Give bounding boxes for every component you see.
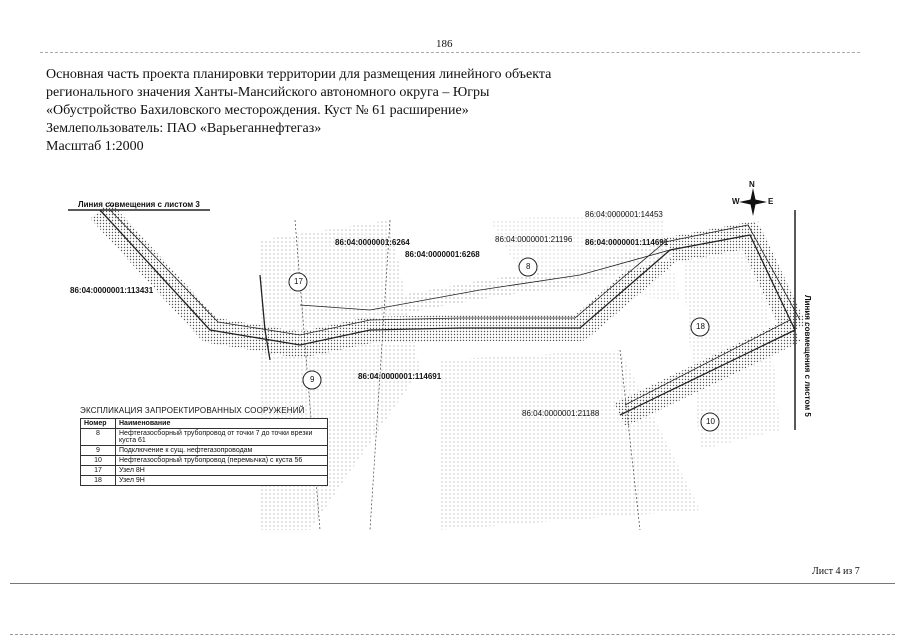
parcel-label-5: 86:04:0000001:114691 [585,238,669,247]
header-name: Наименование [115,418,328,429]
title-line-2: регионального значения Ханты-Мансийского… [46,85,490,100]
footer-divider [10,583,895,584]
parcel-label-6: 86:04:0000001:14453 [585,210,663,219]
row-name: Узел 9Н [115,475,328,486]
table-row: 8 Нефтегазосборный трубопровод от точки … [80,428,328,446]
title-line-3: «Обустройство Бахиловского месторождения… [46,103,469,118]
marker-8-label: 8 [526,262,531,271]
marker-17 [288,272,308,292]
pipeline-line-8b [109,209,801,336]
row-number: 9 [80,445,116,456]
row-number: 8 [80,428,116,446]
table-row: 10 Нефтегазосборный трубопровод (перемыч… [80,455,328,466]
marker-10 [700,412,720,432]
compass-rose [739,188,767,216]
explication-table-block: ЭКСПЛИКАЦИЯ ЗАПРОЕКТИРОВАННЫХ СООРУЖЕНИЙ… [80,406,328,486]
title-line-1: Основная часть проекта планировки террит… [46,67,552,82]
parcel-label-1: 86:04:0000001:113431 [70,286,154,295]
row-name: Нефтегазосборный трубопровод (перемычка)… [115,455,328,466]
parcel-label-7: 86:04:0000001:114691 [358,372,442,381]
row-number: 10 [80,455,116,466]
marker-17-label: 17 [294,277,303,286]
table-row: 17 Узел 8Н [80,465,328,476]
marker-10-label: 10 [706,417,715,426]
header-number: Номер [80,418,116,429]
landowner-line: Землепользователь: ПАО «Варьеганнефтегаз… [46,121,322,136]
compass-n-label: N [749,180,755,189]
marker-18 [690,317,710,337]
sheet-number: Лист 4 из 7 [812,566,860,577]
marker-8 [518,257,538,277]
marker-9-label: 9 [310,375,315,384]
land-zone-east [680,220,780,450]
compass-e-label: E [768,197,774,206]
page-number: 186 [436,38,453,50]
explication-table: Номер Наименование 8 Нефтегазосборный тр… [80,418,328,486]
title-block: Основная часть проекта планировки террит… [46,66,646,156]
pipeline-line-10 [619,329,796,416]
parcel-label-2: 86:04:0000001:6264 [335,238,410,247]
explication-header-row: Номер Наименование [80,418,328,429]
row-name: Узел 8Н [115,465,328,476]
parcel-label-8: 86:04:0000001:21188 [522,409,600,418]
marker-18-label: 18 [696,322,705,331]
row-number: 18 [80,475,116,486]
parcel-label-3: 86:04:0000001:6268 [405,250,480,259]
row-name: Нефтегазосборный трубопровод от точки 7 … [115,428,328,446]
pipeline-line-8 [99,209,796,346]
bottom-dashed-edge [10,634,895,635]
pipeline-line-upper [299,249,671,311]
row-number: 17 [80,465,116,476]
scale-line: Масштаб 1:2000 [46,139,144,154]
marker-9 [302,370,322,390]
match-line-right-label: Линия совмещения с листом 5 [803,295,812,417]
explication-title: ЭКСПЛИКАЦИЯ ЗАПРОЕКТИРОВАННЫХ СООРУЖЕНИЙ [80,406,305,415]
compass-w-label: W [732,197,740,206]
top-divider [40,52,860,53]
table-row: 18 Узел 9Н [80,475,328,486]
pipeline-line-10b [624,319,791,406]
match-line-left-label: Линия совмещения с листом 3 [78,200,200,209]
row-name: Подключение к сущ. нефтегазопроводам [115,445,328,456]
pipeline-line-9 [259,274,271,361]
land-zone-south [440,350,700,530]
table-row: 9 Подключение к сущ. нефтегазопроводам [80,445,328,456]
parcel-label-4: 86:04:0000001:21196 [495,235,573,244]
